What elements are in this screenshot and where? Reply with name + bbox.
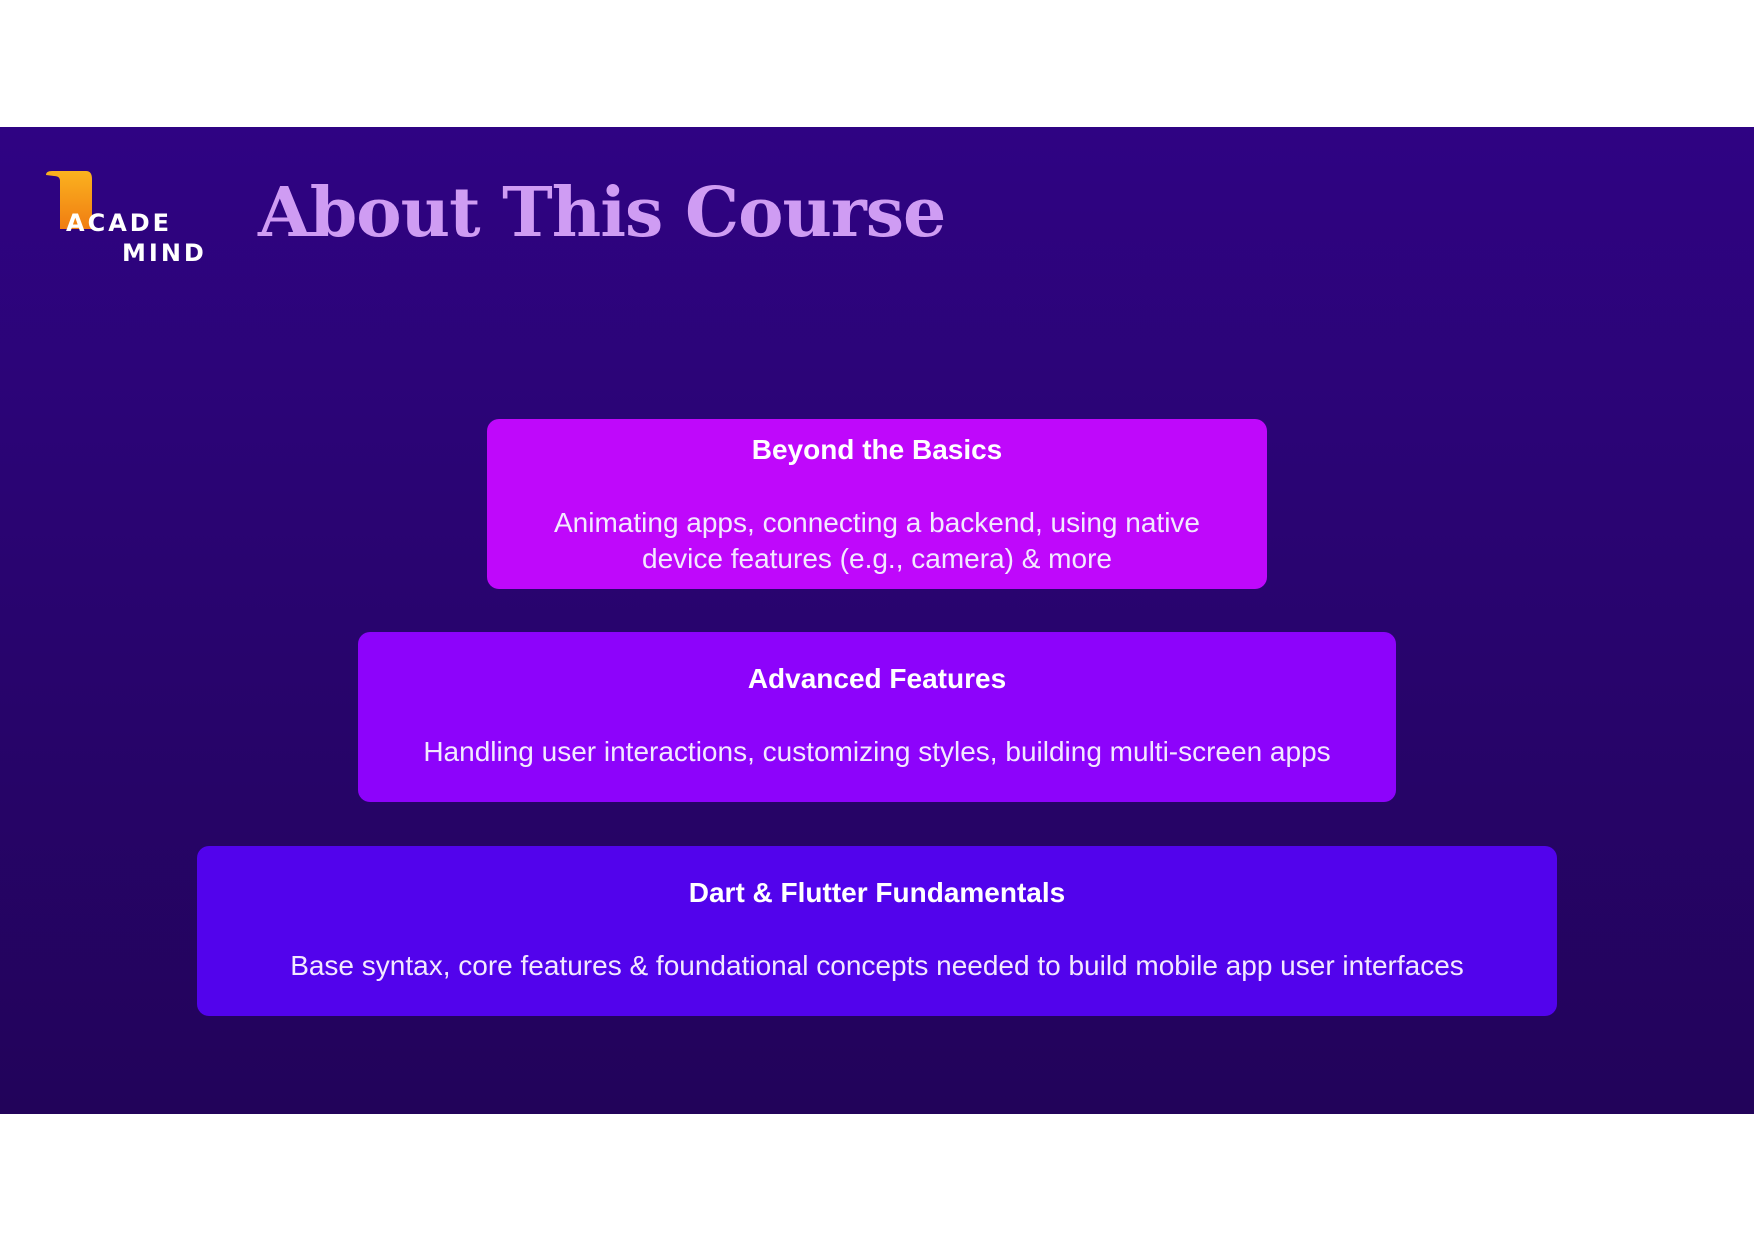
slide-title: About This Course [258,173,946,253]
logo-text-line-2: MIND [122,239,207,267]
tier-description: Animating apps, connecting a backend, us… [554,507,1200,574]
tier-heading: Advanced Features [747,663,1007,694]
logo-bookmark-icon [46,171,92,229]
tier-description: Handling user interactions, customizing … [423,736,1331,767]
tier-heading: Beyond the Basics [751,434,1003,465]
tier-fundamentals: Dart & Flutter Fundamentals Base syntax,… [197,846,1557,1016]
tier-advanced-features: Advanced Features Handling user interact… [358,632,1396,802]
slide: ACADE MIND About This Course Beyond the … [0,127,1754,1114]
tier-beyond-basics: Beyond the Basics Animating apps, connec… [487,419,1267,589]
tier-description: Base syntax, core features & foundationa… [290,950,1464,981]
academind-logo: ACADE MIND [44,171,214,271]
logo-text-line-1: ACADE [66,209,173,237]
tier-heading: Dart & Flutter Fundamentals [688,877,1066,908]
